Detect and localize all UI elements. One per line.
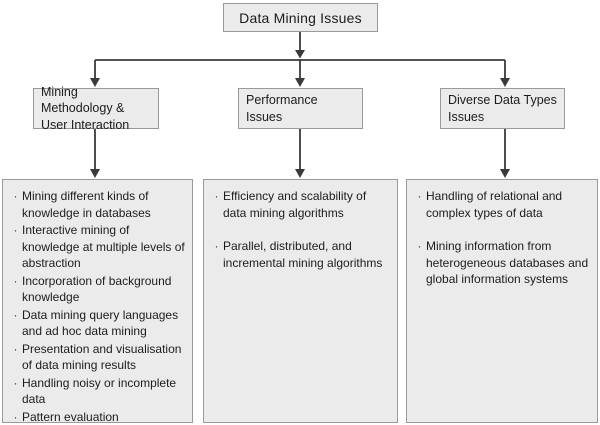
root-box-label: Data Mining Issues <box>239 9 362 26</box>
list-box-diverse-data-types: · Handling of relational and complex typ… <box>406 179 598 423</box>
list-item: · Presentation and visualisation of data… <box>9 341 187 374</box>
bullet-icon: · <box>13 223 18 237</box>
bullet-icon: · <box>214 239 219 253</box>
list-item: · Incorporation of background knowledge <box>9 273 187 306</box>
bullet-icon: · <box>13 273 18 288</box>
list-item-text: Efficiency and scalability of data minin… <box>223 189 367 220</box>
bullet-icon: · <box>417 189 422 203</box>
category-box-mining-methodology: Mining Methodology & User Interaction <box>33 85 159 132</box>
category-label: Performance Issues <box>246 93 318 124</box>
list-item: · Mining different kinds of knowledge in… <box>9 188 187 221</box>
list-box-performance-issues: · Efficiency and scalability of data min… <box>203 179 398 423</box>
bullet-icon: · <box>13 341 18 356</box>
list-item-text: Handling of relational and complex types… <box>426 189 563 220</box>
bullet-icon: · <box>13 189 18 203</box>
list-item-text: Handling noisy or incomplete data <box>22 375 177 407</box>
list-item-text: Parallel, distributed, and incremental m… <box>223 239 383 270</box>
list-item-text: Incorporation of background knowledge <box>22 273 172 305</box>
list-item: · Data mining query languages and ad hoc… <box>9 307 187 340</box>
list-item: · Parallel, distributed, and incremental… <box>210 238 392 271</box>
list-item-text: Pattern evaluation <box>22 409 119 424</box>
list-item: · Interactive mining of knowledge at mul… <box>9 222 187 272</box>
list-item-text: Mining information from heterogeneous da… <box>426 239 589 286</box>
bullet-icon: · <box>13 307 18 322</box>
list-item: · Mining information from heterogeneous … <box>413 238 592 288</box>
list-item: · Pattern evaluation <box>9 409 187 425</box>
bullet-icon: · <box>214 189 219 203</box>
list-item: · Handling of relational and complex typ… <box>413 188 592 221</box>
bullet-icon: · <box>13 409 18 424</box>
list-item-text: Data mining query languages and ad hoc d… <box>22 307 179 339</box>
category-box-performance-issues: Performance Issues <box>238 88 363 129</box>
root-box-data-mining-issues: Data Mining Issues <box>223 3 378 32</box>
category-label: Diverse Data Types Issues <box>448 93 557 124</box>
list-item-text: Presentation and visualisation of data m… <box>22 341 182 373</box>
bullet-icon: · <box>13 375 18 390</box>
bullet-icon: · <box>417 239 422 253</box>
list-item-text: Interactive mining of knowledge at multi… <box>22 223 185 270</box>
category-box-diverse-data-types: Diverse Data Types Issues <box>440 88 565 129</box>
list-box-mining-methodology: · Mining different kinds of knowledge in… <box>2 179 193 425</box>
category-label: Mining Methodology & User Interaction <box>41 85 130 132</box>
list-item: · Handling noisy or incomplete data <box>9 375 187 408</box>
list-item: · Efficiency and scalability of data min… <box>210 188 392 221</box>
list-item-text: Mining different kinds of knowledge in d… <box>22 189 151 220</box>
